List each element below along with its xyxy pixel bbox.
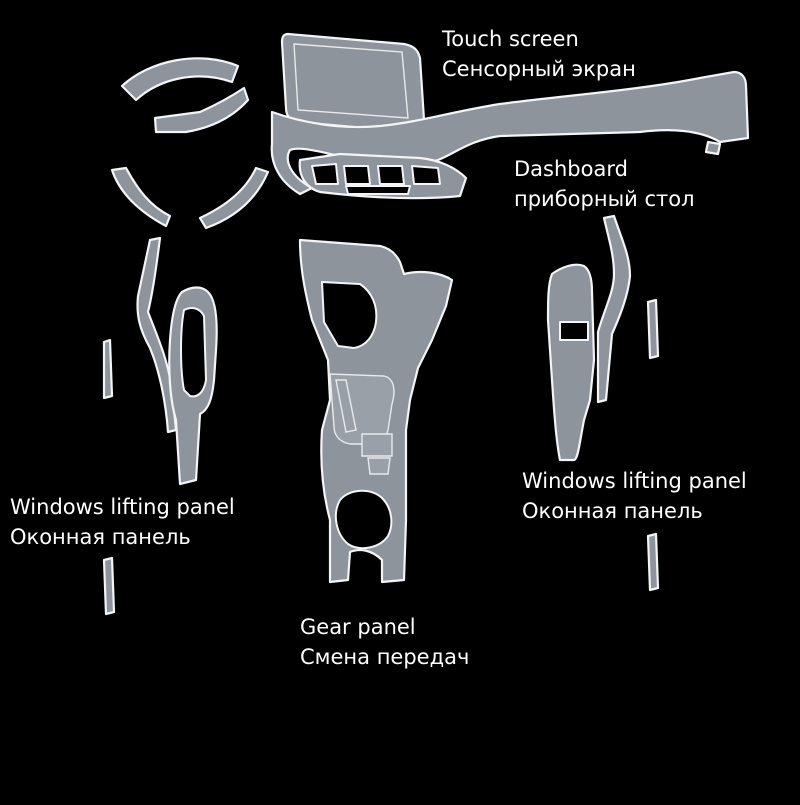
dashboard-vent-slot-3 — [377, 165, 405, 185]
dashboard-vent-slot-2 — [343, 165, 371, 185]
dashboard-vent-slot-5 — [345, 185, 411, 195]
gear-panel-label-ru: Смена передач — [300, 645, 470, 669]
right-small-strip — [646, 298, 660, 360]
gear-panel-top-cutout — [321, 281, 378, 349]
gear-panel-label: Gear panel Смена передач — [300, 612, 469, 672]
left-vent-trim-lower — [110, 166, 172, 228]
left-vent-trim-top — [120, 57, 240, 102]
right-window-switch-cutout — [559, 321, 589, 341]
gear-cupholder-cutout — [334, 489, 393, 550]
left-vent-trim-small — [153, 86, 250, 134]
dashboard-label-en: Dashboard — [514, 157, 628, 181]
left-window-switch-cutout — [180, 307, 207, 398]
dashboard-vent-slot-4 — [411, 165, 441, 185]
touch-screen-label-en: Touch screen — [442, 27, 579, 51]
right-door-trim-strip — [596, 214, 632, 404]
touch-screen-label: Touch screen Сенсорный экран — [442, 24, 636, 84]
dashboard-label: Dashboard приборный стол — [514, 154, 695, 214]
left-small-strip — [102, 338, 114, 400]
right-bottom-strip — [646, 532, 660, 592]
touch-screen-label-ru: Сенсорный экран — [442, 57, 636, 81]
windows-left-label-en: Windows lifting panel — [10, 495, 235, 519]
left-vent-trim-lower-2 — [198, 166, 270, 230]
dashboard-vent-slot-1 — [311, 163, 339, 185]
windows-left-label: Windows lifting panel Оконная панель — [10, 492, 235, 552]
windows-left-label-ru: Оконная панель — [10, 525, 191, 549]
gear-button-cluster-2 — [367, 457, 391, 475]
gear-button-cluster — [361, 433, 393, 457]
gear-shifter-slot — [335, 379, 357, 433]
right-window-switch-panel — [546, 263, 596, 462]
gear-panel-label-en: Gear panel — [300, 615, 416, 639]
left-bottom-strip — [102, 556, 116, 616]
dashboard-label-ru: приборный стол — [514, 187, 695, 211]
touch-screen-inner — [293, 43, 409, 119]
windows-right-label: Windows lifting panel Оконная панель — [522, 466, 747, 526]
windows-right-label-en: Windows lifting panel — [522, 469, 747, 493]
dashboard-small-piece — [704, 140, 722, 156]
windows-right-label-ru: Оконная панель — [522, 499, 703, 523]
